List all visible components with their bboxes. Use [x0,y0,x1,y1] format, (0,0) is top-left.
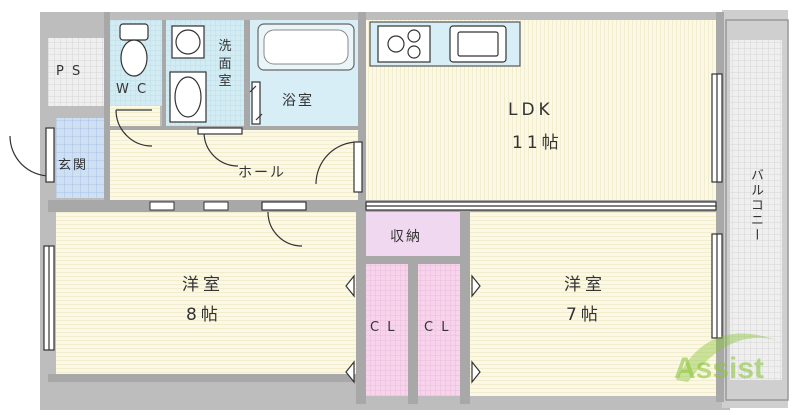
closet-doors [345,274,481,384]
bathroom-label: 浴室 [282,93,314,109]
washroom-label: 洗 面 室 [212,38,240,91]
washroom-text: 洗 面 室 [218,39,234,90]
closet-1 [364,264,408,396]
balcony-railing [725,19,789,401]
wc-label: W C [116,82,149,97]
balcony-label: バルコニー [748,168,763,243]
ps-shaft [48,38,104,106]
washbasin-icon [169,71,207,123]
doors [9,81,363,247]
balcony-floor [730,40,782,380]
western-room-1-name: 洋室 [182,275,224,295]
western-room-1-size: 8帖 [186,305,222,325]
bathtub-inner [263,29,349,65]
hall-floor [110,128,362,200]
entrance-label: 玄関 [58,158,89,173]
stove-icon [377,25,431,63]
ldk-size-label: 11帖 [512,133,563,153]
ps-label: P S [56,64,83,79]
assist-logo-text: Assist [674,352,764,385]
toilet-icon [119,23,149,77]
western-room-1-floor [56,212,356,374]
assist-logo: Assist [674,333,776,385]
storage-label: 収納 [390,229,422,245]
storage-room [366,212,460,256]
sliding-partition [365,201,717,211]
kitchen-sink-icon [449,25,507,63]
wall-vents [149,201,229,211]
western-room-2-name: 洋室 [564,275,606,295]
washing-machine-icon [171,25,205,59]
hall-corridor [110,106,160,136]
hall-label: ホール [238,165,286,181]
entrance-floor [56,118,104,198]
western-room-2-floor [470,212,716,396]
closet-2-label: C L [424,320,451,335]
windows [43,73,723,351]
closet-1-label: C L [370,320,397,335]
ldk-name-label: LDK [508,100,554,120]
western-room-2-size: 7帖 [566,305,602,325]
closet-2 [418,264,462,396]
